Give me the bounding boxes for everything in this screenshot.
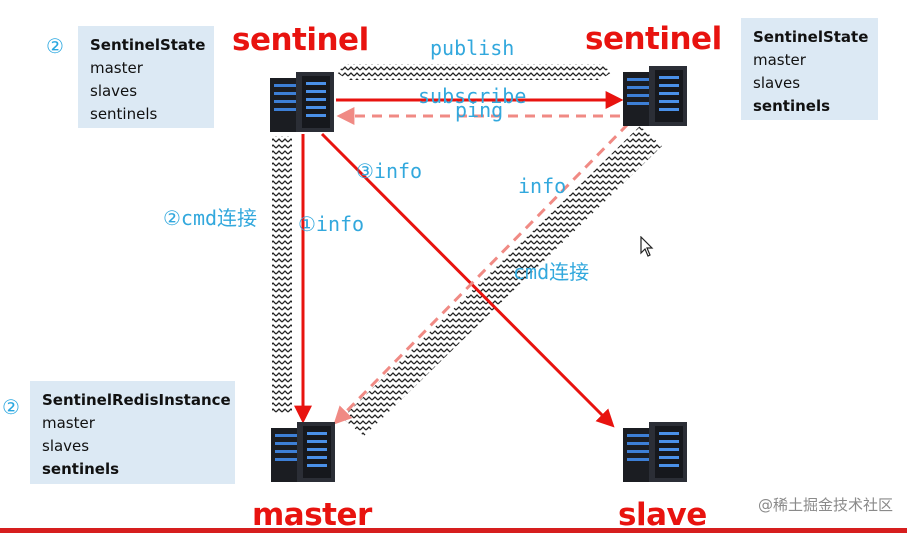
info-right-arrow bbox=[333, 122, 630, 425]
box-title: SentinelState bbox=[90, 36, 206, 54]
box-line: slaves bbox=[90, 82, 138, 100]
publish-subscribe-channel bbox=[336, 64, 612, 80]
cmd-channel-left bbox=[272, 136, 292, 414]
publish-label: publish bbox=[430, 36, 515, 60]
info-right-label: info bbox=[518, 174, 567, 198]
cmd-right-label: cmd连接 bbox=[513, 260, 590, 284]
master-title: master bbox=[252, 497, 372, 533]
server-icon-master bbox=[271, 422, 335, 482]
box-title: SentinelState bbox=[753, 28, 869, 46]
ping-label: ping bbox=[455, 98, 504, 122]
mouse-cursor-icon bbox=[640, 236, 654, 257]
box-line: sentinels bbox=[42, 460, 120, 478]
box-bottom-left-marker: ② bbox=[2, 395, 20, 419]
box-line: master bbox=[753, 51, 806, 69]
sentinel-state-box-right: SentinelState master slaves sentinels bbox=[741, 18, 878, 120]
subscribe-label: subscribe bbox=[418, 84, 527, 108]
box-line: master bbox=[90, 59, 143, 77]
server-icon-sentinel-left bbox=[270, 72, 334, 132]
box-title: SentinelRedisInstance bbox=[42, 391, 231, 409]
info-3-label: ③info bbox=[356, 159, 423, 183]
server-icon-slave bbox=[623, 422, 687, 482]
server-icon-sentinel-right bbox=[623, 66, 687, 126]
cmd-channel-right bbox=[342, 126, 662, 436]
slave-title: slave bbox=[618, 497, 707, 533]
box-line: sentinels bbox=[753, 97, 831, 115]
info-1-label: ①info bbox=[298, 212, 365, 236]
box-top-left-marker: ② bbox=[46, 34, 64, 58]
bottom-border bbox=[0, 528, 907, 533]
box-line: slaves bbox=[42, 437, 90, 455]
watermark: @稀土掘金技术社区 bbox=[757, 496, 893, 514]
box-line: master bbox=[42, 414, 95, 432]
box-line: sentinels bbox=[90, 105, 158, 123]
sentinel-redis-instance-box: SentinelRedisInstance master slaves sent… bbox=[30, 381, 235, 484]
sentinel-left-title: sentinel bbox=[232, 22, 369, 58]
box-line: slaves bbox=[753, 74, 801, 92]
info-slave-arrow bbox=[320, 132, 615, 428]
cmd-left-label: ②cmd连接 bbox=[163, 206, 258, 230]
sentinel-state-box-left: SentinelState master slaves sentinels bbox=[78, 26, 214, 128]
sentinel-right-title: sentinel bbox=[585, 21, 722, 57]
